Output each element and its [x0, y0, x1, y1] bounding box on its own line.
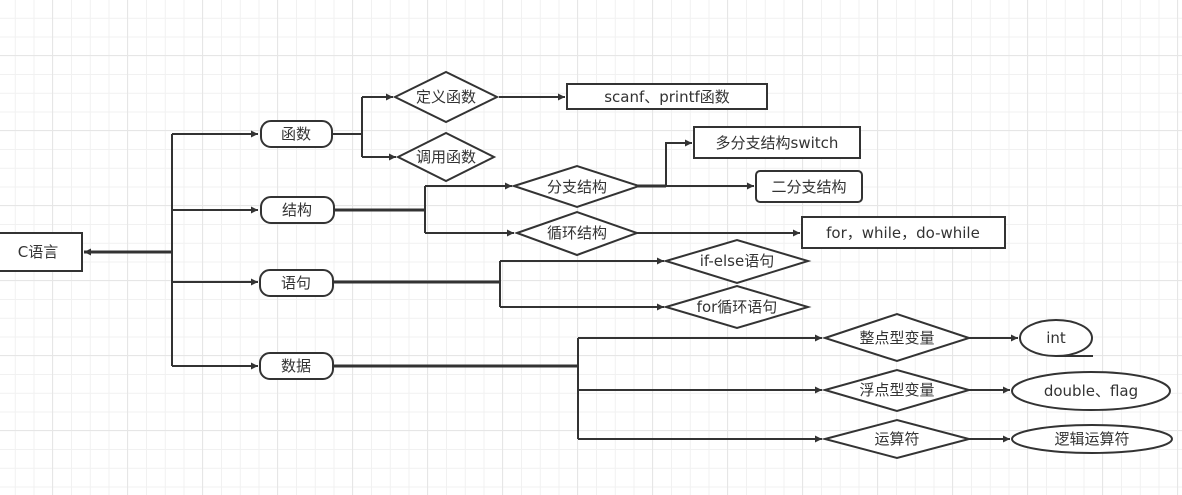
node-double-flag-label: double、flag — [1044, 382, 1138, 400]
node-root-label: C语言 — [18, 243, 58, 261]
node-switch-label: 多分支结构switch — [716, 134, 839, 152]
node-branch-struct[interactable]: 分支结构 — [510, 164, 643, 209]
node-operators[interactable]: 运算符 — [821, 418, 973, 460]
node-if-else-label: if-else语句 — [700, 252, 774, 270]
node-shuju[interactable]: 数据 — [259, 352, 334, 380]
node-for-stmt-label: for循环语句 — [697, 298, 778, 316]
node-int-var[interactable]: 整点型变量 — [821, 312, 973, 363]
node-yuju[interactable]: 语句 — [259, 269, 334, 297]
node-scanf-printf[interactable]: scanf、printf函数 — [566, 83, 768, 110]
node-int[interactable]: int — [1019, 319, 1093, 357]
node-loops[interactable]: for，while，do-while — [801, 216, 1006, 249]
node-hanshu[interactable]: 函数 — [260, 120, 333, 148]
node-yuju-label: 语句 — [281, 274, 311, 292]
node-scanf-printf-label: scanf、printf函数 — [604, 88, 730, 106]
node-loops-label: for，while，do-while — [826, 224, 980, 242]
node-int-label: int — [1046, 329, 1066, 347]
node-operators-label: 运算符 — [874, 430, 919, 448]
node-shuju-label: 数据 — [281, 357, 311, 375]
node-if-else[interactable]: if-else语句 — [662, 238, 812, 285]
node-call-func-label: 调用函数 — [416, 148, 476, 166]
node-define-func-label: 定义函数 — [416, 88, 476, 106]
node-jiegou-label: 结构 — [282, 201, 312, 219]
node-two-branch[interactable]: 二分支结构 — [755, 170, 863, 203]
node-jiegou[interactable]: 结构 — [260, 196, 335, 224]
node-logic-ops[interactable]: 逻辑运算符 — [1011, 424, 1173, 454]
node-double-flag[interactable]: double、flag — [1011, 371, 1171, 411]
node-float-var-label: 浮点型变量 — [859, 381, 934, 399]
node-float-var[interactable]: 浮点型变量 — [821, 368, 973, 413]
edge-to-switch — [665, 139, 692, 186]
node-int-var-label: 整点型变量 — [859, 329, 934, 347]
node-call-func[interactable]: 调用函数 — [395, 131, 497, 183]
node-for-stmt[interactable]: for循环语句 — [662, 284, 812, 330]
edges — [84, 93, 1018, 443]
node-two-branch-label: 二分支结构 — [771, 178, 846, 196]
node-branch-struct-label: 分支结构 — [547, 178, 607, 196]
node-switch[interactable]: 多分支结构switch — [693, 126, 861, 159]
node-loop-struct-label: 循环结构 — [547, 224, 607, 242]
node-root[interactable]: C语言 — [0, 232, 83, 272]
node-hanshu-label: 函数 — [281, 125, 311, 143]
node-logic-ops-label: 逻辑运算符 — [1054, 430, 1129, 448]
node-define-func[interactable]: 定义函数 — [392, 70, 500, 124]
node-loop-struct[interactable]: 循环结构 — [514, 210, 640, 257]
